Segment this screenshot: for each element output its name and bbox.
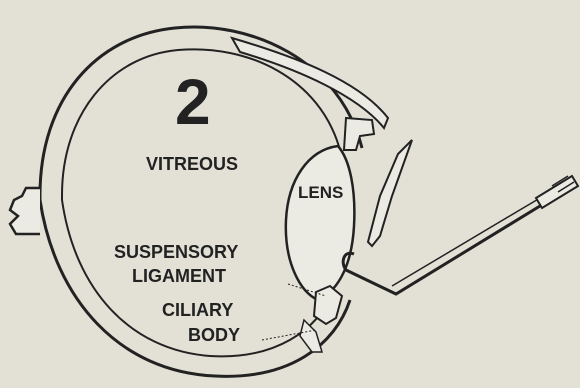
vitreous-label: VITREOUS (146, 154, 238, 174)
lens-label: LENS (298, 183, 343, 202)
suspensory-label: SUSPENSORY (114, 242, 238, 262)
body-label: BODY (188, 325, 240, 345)
ciliary-label: CILIARY (162, 300, 233, 320)
figure-number: 2 (175, 66, 211, 138)
ligament-label: LIGAMENT (132, 266, 226, 286)
